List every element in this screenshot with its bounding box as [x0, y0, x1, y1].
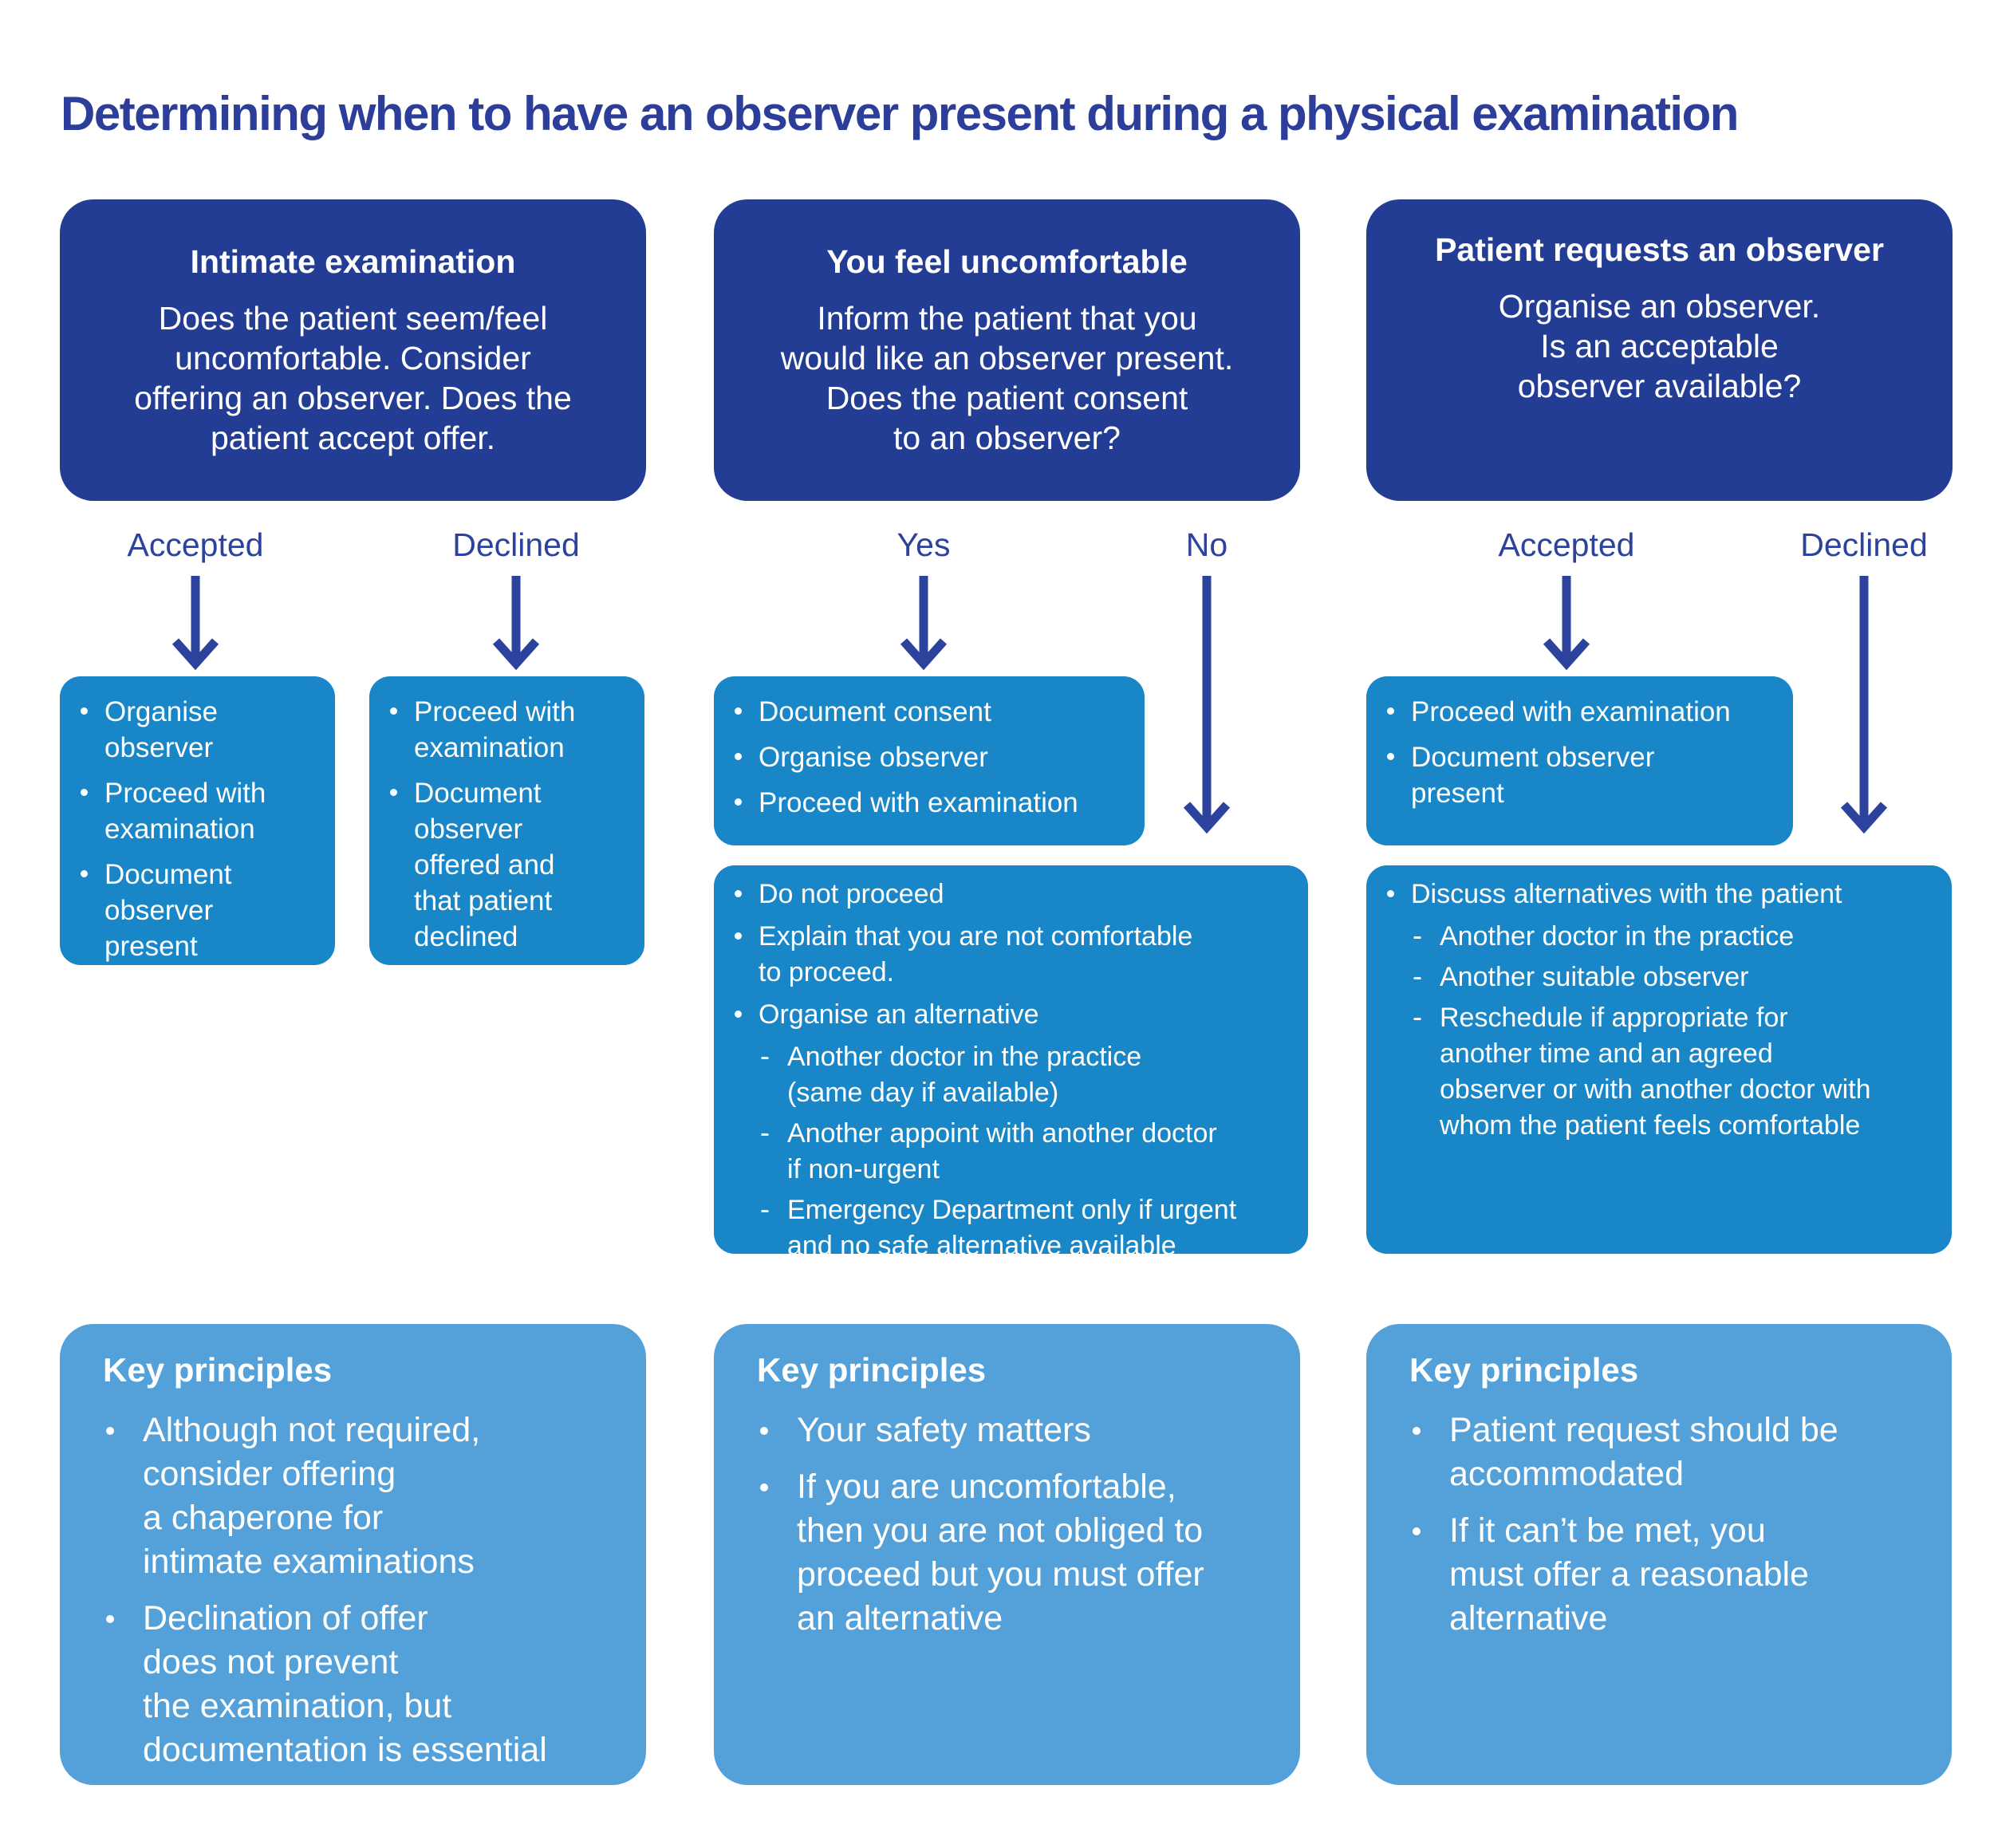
page-title: Determining when to have an observer pre… [61, 87, 1739, 141]
bullet-item: Explain that you are not comfortable to … [714, 919, 1294, 991]
bullet-item: Proceed with examination [60, 775, 321, 847]
bullet-item: Proceed with examination [1366, 694, 1779, 730]
bullet-item: Do not proceed [714, 877, 1294, 912]
header-body: Does the patient seem/feel uncomfortable… [134, 299, 572, 456]
bullet-item: Document observer offered and that patie… [369, 775, 630, 955]
sub-bullet-item: Another suitable observer [1366, 958, 1937, 995]
bullet-item: If you are uncomfortable, then you are n… [746, 1465, 1271, 1641]
down-arrow-icon [170, 576, 221, 673]
branch-label-accepted-3: Accepted [1498, 526, 1635, 563]
branch-label-yes: Yes [897, 526, 951, 563]
header-box-intimate-examination: Intimate examination Does the patient se… [60, 199, 646, 501]
header-box-you-feel-uncomfortable: You feel uncomfortable Inform the patien… [714, 199, 1300, 501]
sub-bullet-item: Reschedule if appropriate for another ti… [1366, 999, 1937, 1144]
bullet-item: Document observer present [60, 857, 321, 964]
bullet-item: Your safety matters [746, 1409, 1271, 1452]
key-principles-box-1: Key principles Although not required, co… [60, 1324, 646, 1785]
key-principles-heading: Key principles [1409, 1351, 1639, 1389]
down-arrow-icon [898, 576, 949, 673]
bullet-item: Proceed with examination [369, 694, 630, 766]
bullet-item: Although not required, consider offering… [92, 1409, 617, 1584]
header-box-patient-requests-observer: Patient requests an observer Organise an… [1366, 199, 1953, 501]
branch-label-no: No [1185, 526, 1228, 563]
bullet-item: If it can’t be met, you must offer a rea… [1398, 1509, 1923, 1641]
down-arrow-icon [491, 576, 542, 673]
outcome-box-declined-3: Discuss alternatives with the patient An… [1366, 865, 1952, 1254]
header-body: Organise an observer. Is an acceptable o… [1498, 288, 1821, 404]
sub-bullet-item: Another doctor in the practice [1366, 917, 1937, 955]
sub-bullet-item: Another doctor in the practice (same day… [714, 1038, 1294, 1111]
branch-label-accepted-1: Accepted [127, 526, 264, 563]
bullet-item: Patient request should be accommodated [1398, 1409, 1923, 1496]
down-arrow-icon [1541, 576, 1592, 673]
bullet-item: Proceed with examination [714, 785, 1130, 821]
outcome-box-yes: Document consent Organise observer Proce… [714, 676, 1145, 845]
header-title: Intimate examination [190, 242, 516, 280]
branch-label-declined-3: Declined [1800, 526, 1928, 563]
outcome-box-declined-1: Proceed with examination Document observ… [369, 676, 644, 965]
bullet-item: Document consent [714, 694, 1130, 730]
key-principles-heading: Key principles [103, 1351, 333, 1389]
key-principles-heading: Key principles [757, 1351, 987, 1389]
branch-label-declined-1: Declined [452, 526, 580, 563]
header-title: You feel uncomfortable [826, 242, 1188, 280]
key-principles-box-2: Key principles Your safety matters If yo… [714, 1324, 1300, 1785]
bullet-item: Document observer present [1366, 739, 1779, 811]
key-principles-box-3: Key principles Patient request should be… [1366, 1324, 1952, 1785]
header-title: Patient requests an observer [1435, 231, 1884, 268]
header-body: Inform the patient that you would like a… [780, 299, 1234, 456]
bullet-item: Organise observer [714, 739, 1130, 775]
bullet-item: Discuss alternatives with the patient [1366, 877, 1937, 912]
bullet-item: Organise an alternative [714, 997, 1294, 1033]
bullet-item: Organise observer [60, 694, 321, 766]
outcome-box-accepted-1: Organise observer Proceed with examinati… [60, 676, 335, 965]
outcome-box-no: Do not proceed Explain that you are not … [714, 865, 1308, 1261]
down-arrow-long-icon [1181, 576, 1232, 837]
down-arrow-long-icon [1838, 576, 1890, 837]
outcome-box-accepted-3: Proceed with examination Document observ… [1366, 676, 1793, 845]
bullet-item: Declination of offer does not prevent th… [92, 1597, 617, 1772]
sub-bullet-item: Another appoint with another doctor if n… [714, 1114, 1294, 1188]
sub-bullet-item: Emergency Department only if urgent and … [714, 1191, 1294, 1264]
